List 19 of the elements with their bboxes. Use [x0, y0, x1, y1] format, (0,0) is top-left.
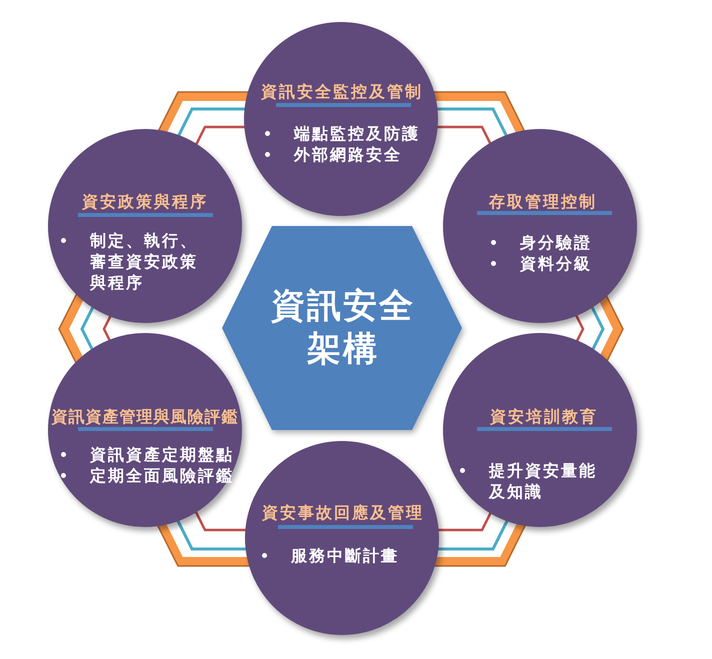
circle	[48, 129, 242, 323]
bullet-text: 服務中斷計畫	[291, 544, 399, 566]
bullet-text: 提升資安量能及知識	[489, 460, 598, 502]
bullet-text: 資訊資產定期盤點	[90, 444, 234, 464]
circle	[443, 129, 637, 323]
circle-heading: 資訊安全監控及管制	[261, 82, 423, 102]
circle-heading: 資安政策與程序	[82, 192, 208, 212]
bullet-text: 資料分級	[520, 252, 592, 274]
circle-heading: 資安培訓教育	[490, 407, 598, 427]
bullet-text: 端點監控及防護	[294, 122, 420, 144]
center-title: 資訊安全架構	[270, 284, 416, 370]
circle-heading: 資訊資產管理與風險評鑑	[52, 407, 238, 427]
bullet-text: 定期全面風險評鑑	[90, 464, 234, 486]
bullet-text: 身分驗證	[520, 232, 592, 252]
circle-heading: 存取管理控制	[489, 192, 597, 212]
bullet-text: 外部網路安全	[294, 144, 402, 164]
bullet-text: 制定、執行、審查資安政策與程序	[90, 230, 199, 292]
circle-heading: 資安事故回應及管理	[262, 503, 424, 523]
hexagon	[222, 226, 462, 430]
